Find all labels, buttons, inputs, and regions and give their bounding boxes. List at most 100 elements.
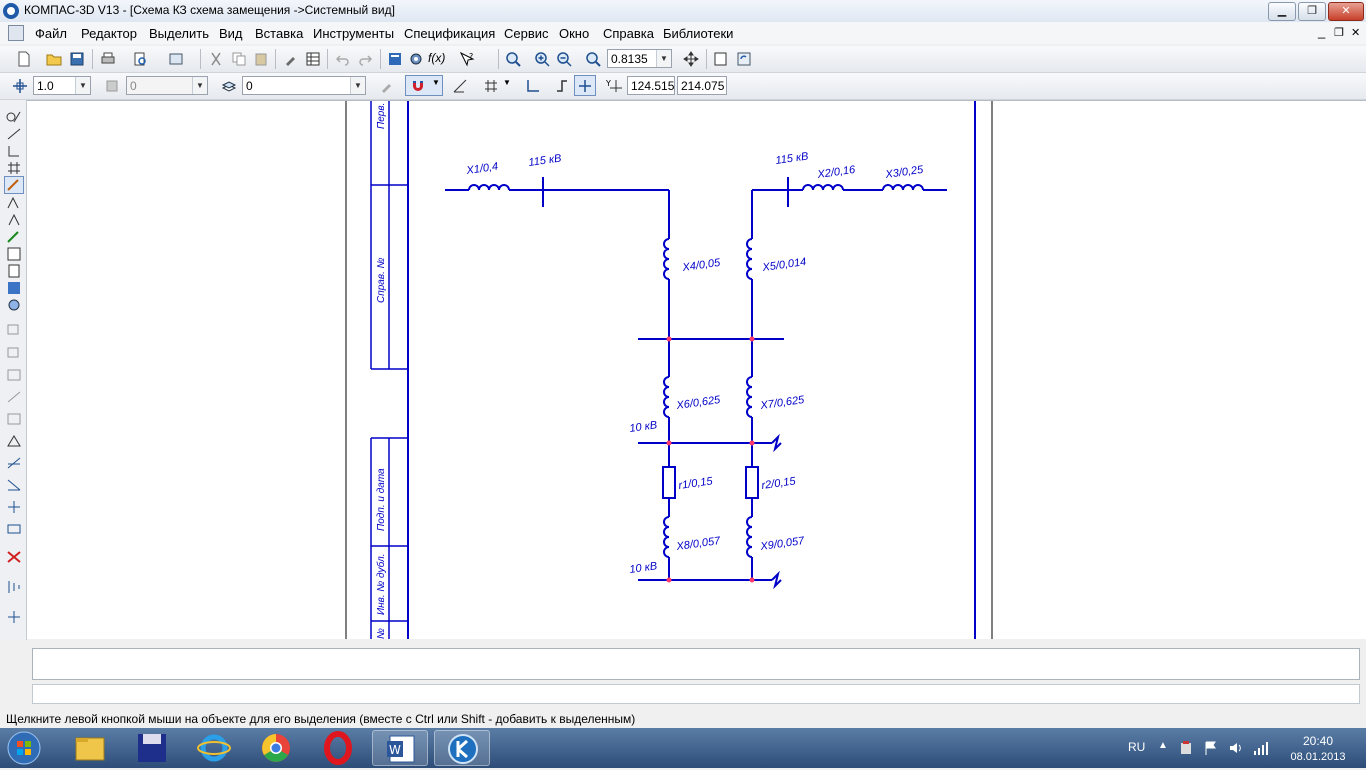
network-signal-icon[interactable] [1253,740,1269,756]
start-button[interactable] [4,730,44,766]
chevron-down-icon[interactable]: ▼ [503,78,511,87]
copy-objects-icon[interactable] [6,412,22,426]
step-cursor-icon[interactable] [12,78,28,94]
language-indicator[interactable]: RU [1128,740,1146,754]
variables-icon[interactable] [387,51,403,67]
rotate-icon[interactable] [6,345,22,359]
chevron-down-icon[interactable]: ▼ [192,77,207,94]
snap-objects-icon[interactable] [6,610,22,624]
menu-select[interactable]: Выделить [149,26,209,41]
zoom-in-icon[interactable] [534,51,550,67]
spec-icon[interactable] [6,230,22,244]
menu-help[interactable]: Справка [603,26,654,41]
group-icon[interactable] [6,522,22,536]
maximize-button[interactable]: ❐ [1298,2,1326,21]
show-hidden-icons-icon[interactable]: ▲ [1158,740,1168,751]
clock-date[interactable]: 08.01.2013 [1290,751,1346,763]
round-coords-button[interactable] [574,75,596,96]
zoom-scale-icon[interactable] [585,51,601,67]
document-icon[interactable] [8,25,24,41]
document-list-icon[interactable] [6,264,22,278]
manager-icon[interactable] [168,51,184,67]
menu-specification[interactable]: Спецификация [404,26,496,41]
ortho-mode-icon[interactable] [554,78,570,94]
split-icon[interactable] [6,478,22,492]
layer-icon[interactable] [104,78,120,94]
print-icon[interactable] [100,51,116,67]
parametrization-button[interactable] [4,176,24,194]
select-icon[interactable] [6,213,22,227]
save-icon[interactable] [69,51,85,67]
table-icon[interactable] [305,51,321,67]
chevron-down-icon[interactable]: ▼ [350,77,365,94]
x-coordinate-field[interactable]: 124.515 [627,76,675,95]
action-center-flag-icon[interactable] [1203,740,1219,756]
views-icon[interactable] [6,298,22,312]
trim-icon[interactable] [6,456,22,470]
help-pointer-icon[interactable]: ? [459,51,475,67]
layer-combo[interactable]: 0 ▼ [126,76,208,95]
settings-gear-icon[interactable] [408,51,424,67]
axes-origin-icon[interactable] [525,78,541,94]
menu-file[interactable]: Файл [35,26,67,41]
doc-restore-button[interactable]: ❐ [1334,27,1344,39]
paste-icon[interactable] [253,51,269,67]
new-document-icon[interactable] [16,51,32,67]
mirror-icon[interactable] [6,390,22,404]
minimize-button[interactable]: ▁ [1268,2,1296,21]
menu-service[interactable]: Сервис [504,26,549,41]
zoom-window-icon[interactable] [505,51,521,67]
menu-tools[interactable]: Инструменты [313,26,395,41]
taskbar-save-app[interactable] [124,730,180,766]
usb-device-icon[interactable] [1178,740,1194,756]
menu-view[interactable]: Вид [219,26,243,41]
scale-icon[interactable] [6,368,22,382]
drawing-canvas[interactable]: Перв. Справ. № Подп. и дата Инв. № дубл.… [27,100,1366,639]
zoom-out-icon[interactable] [556,51,572,67]
clock-time[interactable]: 20:40 [1302,734,1334,748]
volume-icon[interactable] [1228,740,1244,756]
layers-stack-icon[interactable] [221,78,237,94]
measure-icon[interactable] [6,196,22,210]
delete-icon[interactable] [6,550,22,564]
taskbar-chrome[interactable] [248,730,304,766]
grid-icon[interactable] [483,78,499,94]
taskbar-explorer[interactable] [62,730,118,766]
menu-libraries[interactable]: Библиотеки [663,26,734,41]
align-icon[interactable] [6,580,22,594]
doc-minimize-button[interactable]: _ [1318,24,1326,39]
dimensions-icon[interactable] [6,127,22,141]
deform-icon[interactable] [6,434,22,448]
doc-close-button[interactable]: ✕ [1351,27,1361,39]
library-icon[interactable] [6,281,22,295]
geometry-icon[interactable] [6,110,22,124]
properties-brush-icon[interactable] [283,51,299,67]
formula-icon[interactable]: f(x) [428,51,446,65]
symbols-icon[interactable] [6,144,22,158]
close-button[interactable]: ✕ [1328,2,1364,21]
snap-magnet-button[interactable]: ▼ [405,75,443,96]
copy-icon[interactable] [231,51,247,67]
pan-move-icon[interactable] [683,51,699,67]
menu-window[interactable]: Окно [559,26,590,41]
taskbar-opera[interactable] [310,730,366,766]
chevron-down-icon[interactable]: ▼ [656,50,671,67]
break-icon[interactable] [6,500,22,514]
format-brush-icon[interactable] [379,78,395,94]
local-cs-icon[interactable] [452,78,468,94]
print-preview-icon[interactable] [132,51,148,67]
xy-coords-icon[interactable]: Y [606,78,622,94]
report-icon[interactable] [6,247,22,261]
open-folder-icon[interactable] [46,51,62,67]
taskbar-internet-explorer[interactable] [186,730,242,766]
taskbar-word[interactable]: W [372,730,428,766]
property-panel[interactable] [32,648,1360,680]
regenerate-icon[interactable] [713,51,729,67]
taskbar-kompas[interactable] [434,730,490,766]
style-combo[interactable]: 0 ▼ [242,76,366,95]
y-coordinate-field[interactable]: 214.075 [677,76,727,95]
move-icon[interactable] [6,322,22,336]
step-combo[interactable]: 1.0 ▼ [33,76,91,95]
property-panel-secondary[interactable] [32,684,1360,704]
redo-icon[interactable] [357,51,373,67]
